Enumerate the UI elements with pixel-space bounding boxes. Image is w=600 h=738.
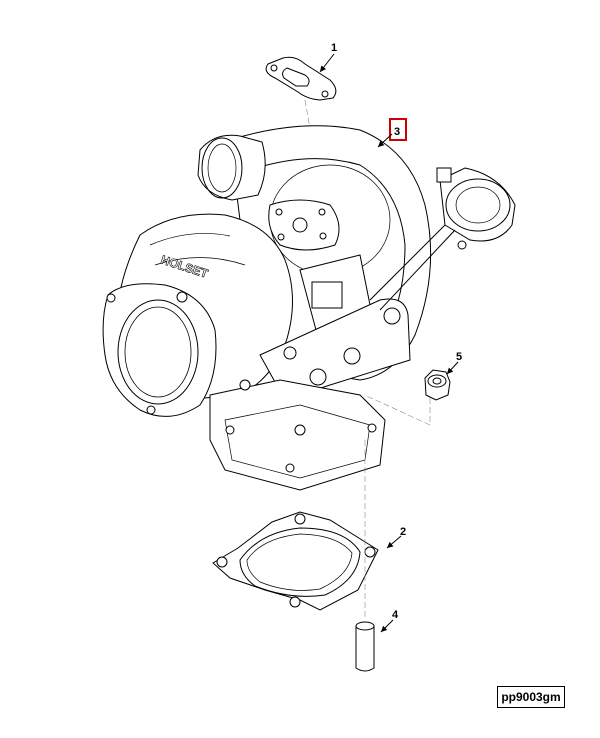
callout-label-3[interactable]: 3 [394, 126, 400, 138]
callout-label-5[interactable]: 5 [456, 351, 462, 363]
turbocharger-assembly[interactable] [102, 125, 516, 491]
callout-3-highlight-box [389, 118, 407, 141]
callout-leader-5 [446, 361, 459, 375]
callout-leader-3 [377, 133, 393, 148]
drawing-id-label: pp9003gm [497, 686, 565, 708]
gasket-part-2[interactable] [212, 511, 379, 611]
callout-label-4[interactable]: 4 [392, 609, 399, 621]
callout-leader-2 [386, 535, 402, 549]
callout-leader-1 [319, 53, 335, 73]
callout-label-2[interactable]: 2 [400, 526, 406, 538]
nut-part-5[interactable] [424, 369, 451, 401]
alignment-line-5 [363, 394, 431, 426]
callout-label-1[interactable]: 1 [331, 42, 337, 54]
callout-leader-4 [380, 619, 394, 633]
pin-part-4[interactable] [355, 621, 375, 672]
gasket-part-1[interactable] [265, 56, 337, 101]
